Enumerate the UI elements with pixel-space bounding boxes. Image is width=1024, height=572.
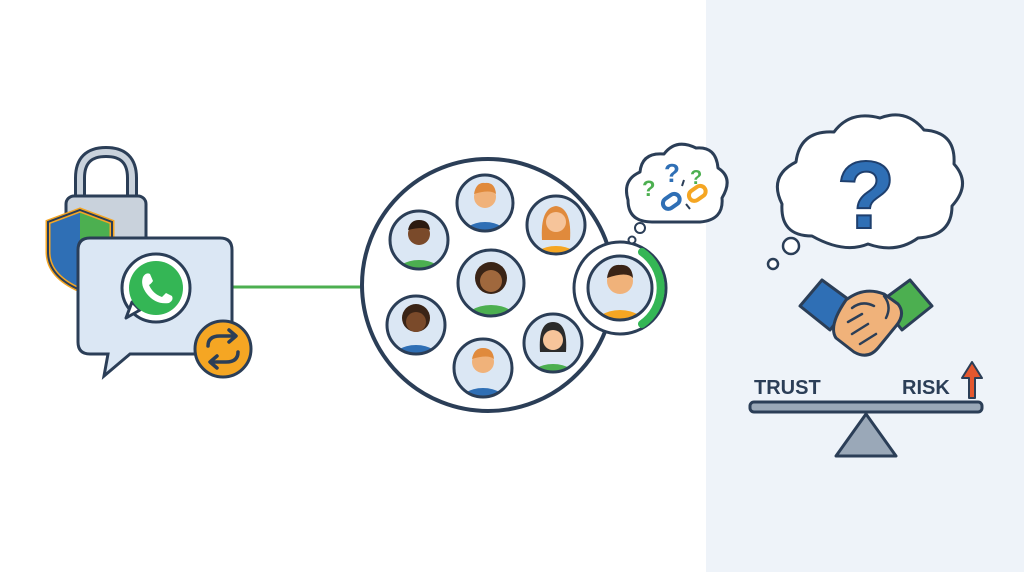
up-arrow-icon — [961, 361, 983, 399]
big-question-mark-icon: ? — [837, 142, 896, 249]
risk-label: RISK — [902, 377, 950, 399]
balance-scale-icon: TRUST RISK — [748, 361, 984, 458]
contact-avatar — [522, 312, 584, 374]
contact-avatar — [525, 194, 587, 256]
contacts-group-icon — [360, 157, 668, 413]
broken-link-icon — [660, 179, 708, 211]
question-mark-icon: ? — [642, 176, 655, 201]
thought-bubble-icon: ? ? ? — [625, 142, 729, 245]
handshake-icon — [798, 278, 934, 357]
highlighted-contact-avatar — [572, 240, 668, 336]
question-mark-icon: ? — [690, 167, 702, 189]
large-thought-bubble-icon: ? — [766, 113, 964, 271]
contact-avatar — [456, 248, 526, 318]
whatsapp-chat-icon — [76, 236, 234, 380]
trust-label: TRUST — [754, 377, 821, 399]
sync-arrows-icon — [193, 319, 253, 379]
question-mark-icon: ? — [664, 158, 680, 188]
trust-risk-panel — [706, 0, 1024, 572]
